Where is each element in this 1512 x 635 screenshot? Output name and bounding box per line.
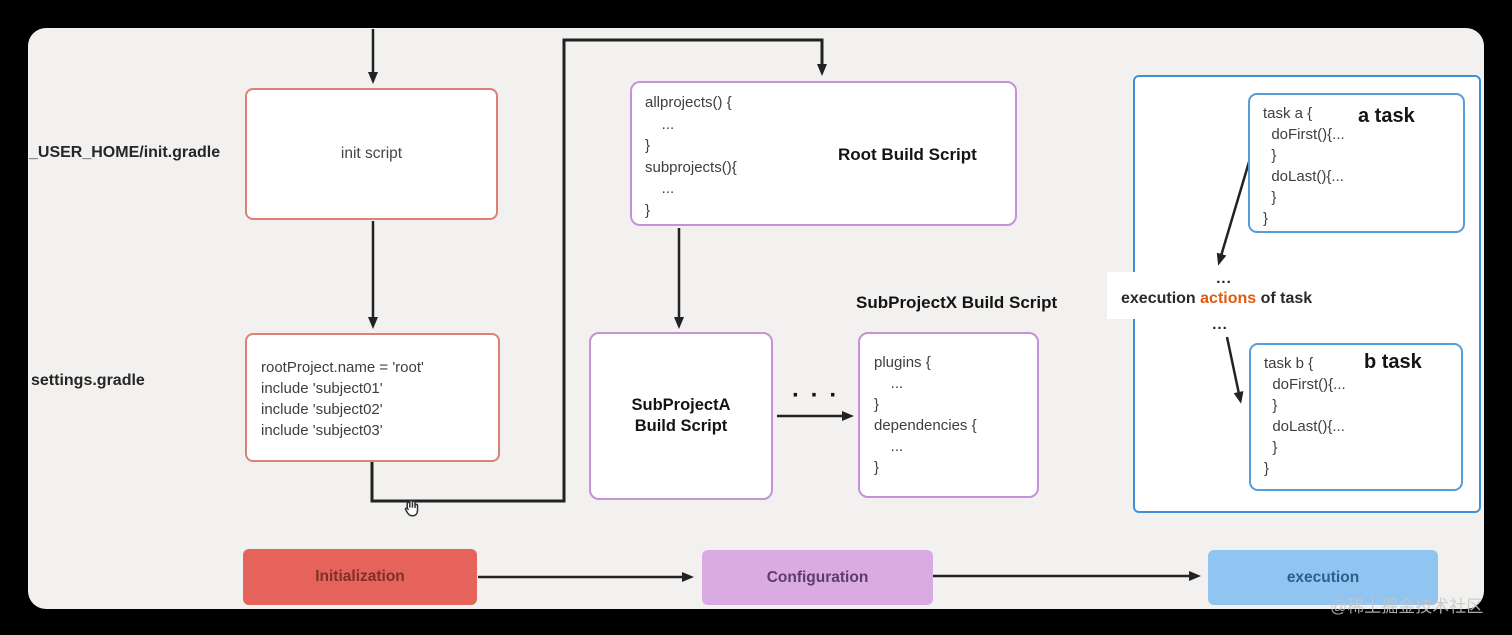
root-build-script-code: allprojects() { ... } subprojects(){ ...… [645,92,737,221]
subproject-a-title: SubProjectA Build Script [631,395,730,437]
phase-configuration-label: Configuration [766,568,869,586]
execution-note-text: execution actions of task [1121,290,1312,308]
hand-cursor [404,499,419,517]
label-settings-gradle: settings.gradle [31,372,145,389]
execution-note-dots-bottom: ... [1212,316,1228,333]
task-a-title: a task [1358,105,1415,127]
execution-note-strip [1107,272,1333,319]
code-line: plugins { [874,354,931,371]
code-line: ... [874,375,904,392]
code-line: } [1263,210,1269,227]
code-line: task b { [1264,355,1314,372]
code-line: } [1264,439,1278,456]
code-line: include 'subject01' [261,380,383,397]
subproject-x-code: plugins { ... } dependencies { ... } [874,352,977,478]
subprojects-ellipsis: · · · [792,382,840,409]
code-line: } [1264,397,1278,414]
execution-note-before: execution [1121,290,1201,307]
code-line: } [1264,460,1270,477]
code-line: allprojects() { [645,94,732,111]
settings-gradle-box: rootProject.name = 'root' include 'subje… [245,333,500,462]
code-line: doLast(){... [1263,168,1344,185]
code-line: } [874,396,880,413]
init-script-label: init script [340,145,403,162]
code-line: doLast(){... [1264,418,1345,435]
phase-initialization-label: Initialization [315,568,405,585]
task-b-title: b task [1364,351,1422,373]
code-line: doFirst(){... [1264,376,1346,393]
phase-initialization: Initialization [243,549,477,605]
code-line: dependencies { [874,417,977,434]
code-line: task a { [1263,105,1313,122]
phase-execution: execution [1208,550,1438,605]
root-build-script-box: allprojects() { ... } subprojects(){ ...… [630,81,1017,226]
subproject-a-box: SubProjectA Build Script [589,332,773,500]
phase-execution-label: execution [1286,568,1360,586]
root-build-script-title: Root Build Script [838,145,977,164]
subproject-x-title: SubProjectX Build Script [856,293,1058,312]
subproject-a-title-line2: Build Script [634,417,728,435]
watermark: @稀土掘金技术社区 [1330,597,1484,616]
code-line: ... [874,438,904,455]
code-line: } [1263,147,1277,164]
phase-configuration: Configuration [702,550,933,605]
subproject-x-box: plugins { ... } dependencies { ... } [858,332,1039,498]
label-user-home-init-gradle: _USER_HOME/init.gradle [29,144,221,161]
code-line: ... [645,180,675,197]
execution-note-highlight: actions [1200,290,1257,307]
code-line: subprojects(){ [645,158,737,176]
code-line: rootProject.name = 'root' [261,359,424,376]
task-b-box: task b { doFirst(){... } doLast(){... } … [1249,343,1463,491]
code-line: } [645,137,651,154]
execution-note-dots-top: ... [1216,270,1232,287]
code-line: ... [645,115,675,133]
code-line: } [874,459,880,476]
task-a-box: task a { doFirst(){... } doLast(){... } … [1248,93,1465,233]
code-line: include 'subject03' [261,422,383,439]
code-line: } [645,201,651,219]
execution-note-after: of task [1256,290,1313,307]
subproject-a-title-line1: SubProjectA [631,396,731,414]
task-b-code: task b { doFirst(){... } doLast(){... } … [1264,353,1346,479]
init-script-box: init script [245,88,498,220]
code-line: } [1263,189,1277,206]
code-line: include 'subject02' [261,401,383,418]
code-line: doFirst(){... [1263,126,1345,143]
task-a-code: task a { doFirst(){... } doLast(){... } … [1263,103,1345,229]
settings-gradle-code: rootProject.name = 'root' include 'subje… [261,357,424,441]
